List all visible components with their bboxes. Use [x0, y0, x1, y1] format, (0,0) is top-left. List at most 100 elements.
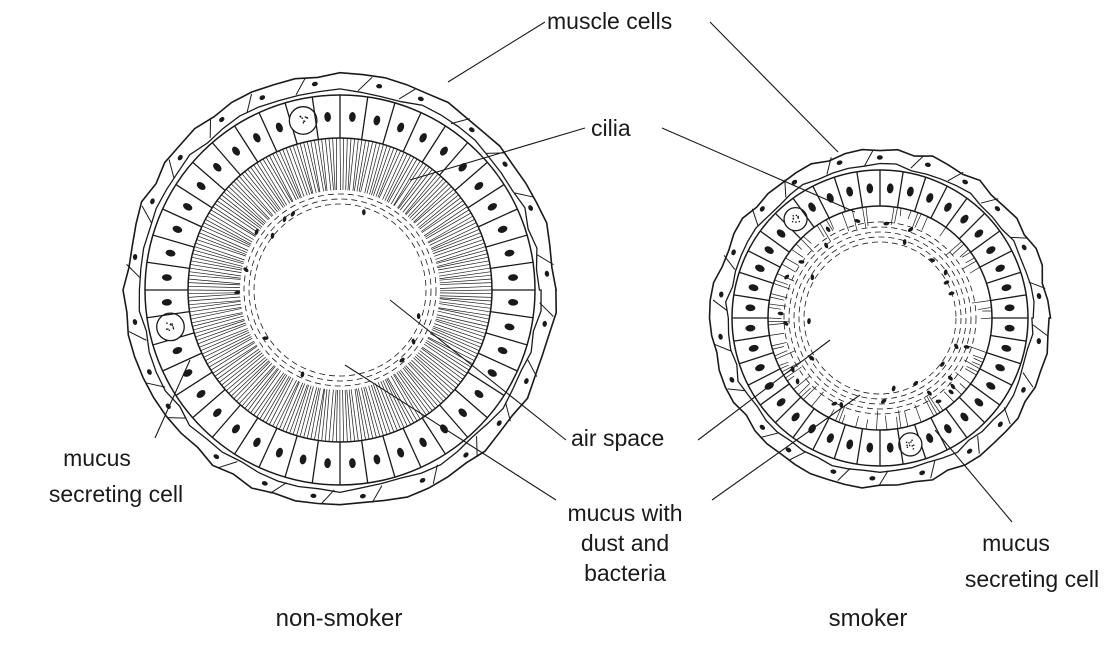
- muscle-nucleus: [417, 96, 424, 102]
- leader-line: [410, 128, 585, 180]
- mucus-granule: [909, 445, 911, 447]
- epithelial-nucleus: [994, 363, 1006, 373]
- muscle-cell-wall: [865, 150, 874, 166]
- epithelial-cell-wall: [176, 185, 212, 208]
- muscle-nucleus: [718, 333, 724, 340]
- epithelial-nucleus: [845, 439, 854, 450]
- epithelial-nucleus: [845, 186, 854, 197]
- cilium: [842, 415, 845, 424]
- epithelial-nucleus: [866, 442, 873, 453]
- epithelial-nucleus: [807, 201, 818, 213]
- epithelial-cell-wall: [422, 418, 445, 454]
- muscle-nucleus: [759, 205, 766, 212]
- leader-line: [710, 22, 838, 152]
- mucus-granule: [173, 328, 175, 330]
- cilium: [775, 280, 788, 284]
- cilium: [866, 207, 868, 226]
- cilium: [188, 286, 240, 287]
- caption-smoker: smoker: [829, 605, 908, 632]
- mucus-granule: [907, 447, 909, 449]
- muscle-cell-wall: [270, 483, 286, 494]
- epithelial-cell-wall: [991, 336, 1027, 342]
- cilium: [796, 244, 802, 250]
- muscle-nucleus: [919, 470, 926, 476]
- epithelial-cell-wall: [147, 262, 190, 268]
- muscle-cell-wall: [399, 89, 416, 99]
- muscle-nucleus: [468, 126, 475, 133]
- mucus-layer: [777, 218, 976, 414]
- epithelial-cell-wall: [362, 97, 368, 140]
- epithelial-nucleus: [959, 213, 971, 225]
- cilium: [898, 410, 901, 428]
- epithelial-nucleus: [748, 283, 759, 292]
- muscle-nucleus: [359, 493, 366, 499]
- muscle-nucleus: [997, 421, 1004, 428]
- epithelial-nucleus: [230, 145, 241, 157]
- epithelial-cell-wall: [490, 312, 533, 318]
- epithelial-cell-wall: [898, 172, 904, 208]
- cilium: [333, 390, 336, 442]
- cilium: [391, 159, 417, 204]
- epithelial-nucleus: [497, 346, 509, 356]
- epithelial-cell-wall: [739, 353, 773, 364]
- epithelial-cell-wall: [915, 177, 926, 211]
- epithelial-nucleus: [775, 397, 787, 408]
- cilium: [769, 304, 786, 306]
- cilium: [311, 141, 320, 192]
- label-mucus-cell-right-line2: secreting cell: [965, 566, 1099, 593]
- label-air-space: air space: [571, 425, 664, 452]
- mucus-granule: [792, 215, 794, 217]
- epithelial-cell-wall: [857, 172, 863, 208]
- cilium: [953, 244, 964, 255]
- epithelial-nucleus: [1001, 283, 1012, 292]
- mucus-granule: [913, 448, 915, 450]
- epithelial-cell-wall: [383, 436, 395, 477]
- cilium: [438, 308, 489, 316]
- cilium: [430, 223, 477, 246]
- epithelial-nucleus: [252, 132, 263, 144]
- cilium: [205, 337, 251, 361]
- mucus-granule: [906, 441, 908, 443]
- mucus-granule: [792, 221, 794, 223]
- epithelial-nucleus: [418, 132, 429, 144]
- muscle-cell-wall: [790, 452, 806, 460]
- epithelial-cell-wall: [748, 369, 780, 385]
- muscle-nucleus: [213, 453, 220, 460]
- cilium: [787, 376, 794, 381]
- muscle-nucleus: [310, 494, 316, 499]
- cilium: [254, 165, 284, 208]
- epithelial-nucleus: [473, 180, 485, 191]
- cilium: [966, 258, 975, 263]
- mucus-granule: [303, 120, 305, 122]
- cilium: [978, 307, 992, 309]
- epithelial-nucleus: [497, 225, 509, 235]
- cilium: [894, 207, 897, 223]
- cilium: [437, 254, 487, 267]
- label-muscle-cells: muscle cells: [547, 8, 672, 35]
- epithelial-cell-wall: [991, 295, 1027, 301]
- muscle-cell-wall: [372, 486, 382, 503]
- cilium: [960, 383, 966, 389]
- cilium: [224, 192, 264, 225]
- cilium: [345, 390, 347, 442]
- muscle-cell-wall: [296, 78, 305, 95]
- epithelial-nucleus: [887, 442, 894, 452]
- cilium: [440, 290, 492, 291]
- cilium: [351, 389, 358, 441]
- cilium: [891, 207, 894, 225]
- muscle-nucleus: [523, 378, 529, 385]
- mucus-ring: [789, 227, 971, 409]
- cilium: [434, 324, 483, 341]
- epithelial-cell-wall: [987, 272, 1021, 283]
- epithelial-cell-wall: [163, 353, 202, 371]
- muscle-cell-wall: [129, 332, 146, 341]
- muscle-nucleus: [419, 477, 426, 484]
- epithelial-nucleus: [973, 397, 985, 409]
- cilium: [336, 390, 337, 442]
- cilium: [440, 283, 492, 285]
- epithelial-cell-wall: [383, 103, 395, 144]
- cilium: [190, 304, 241, 312]
- mucus-secreting-cell: [784, 208, 807, 231]
- muscle-cell-wall: [948, 172, 964, 181]
